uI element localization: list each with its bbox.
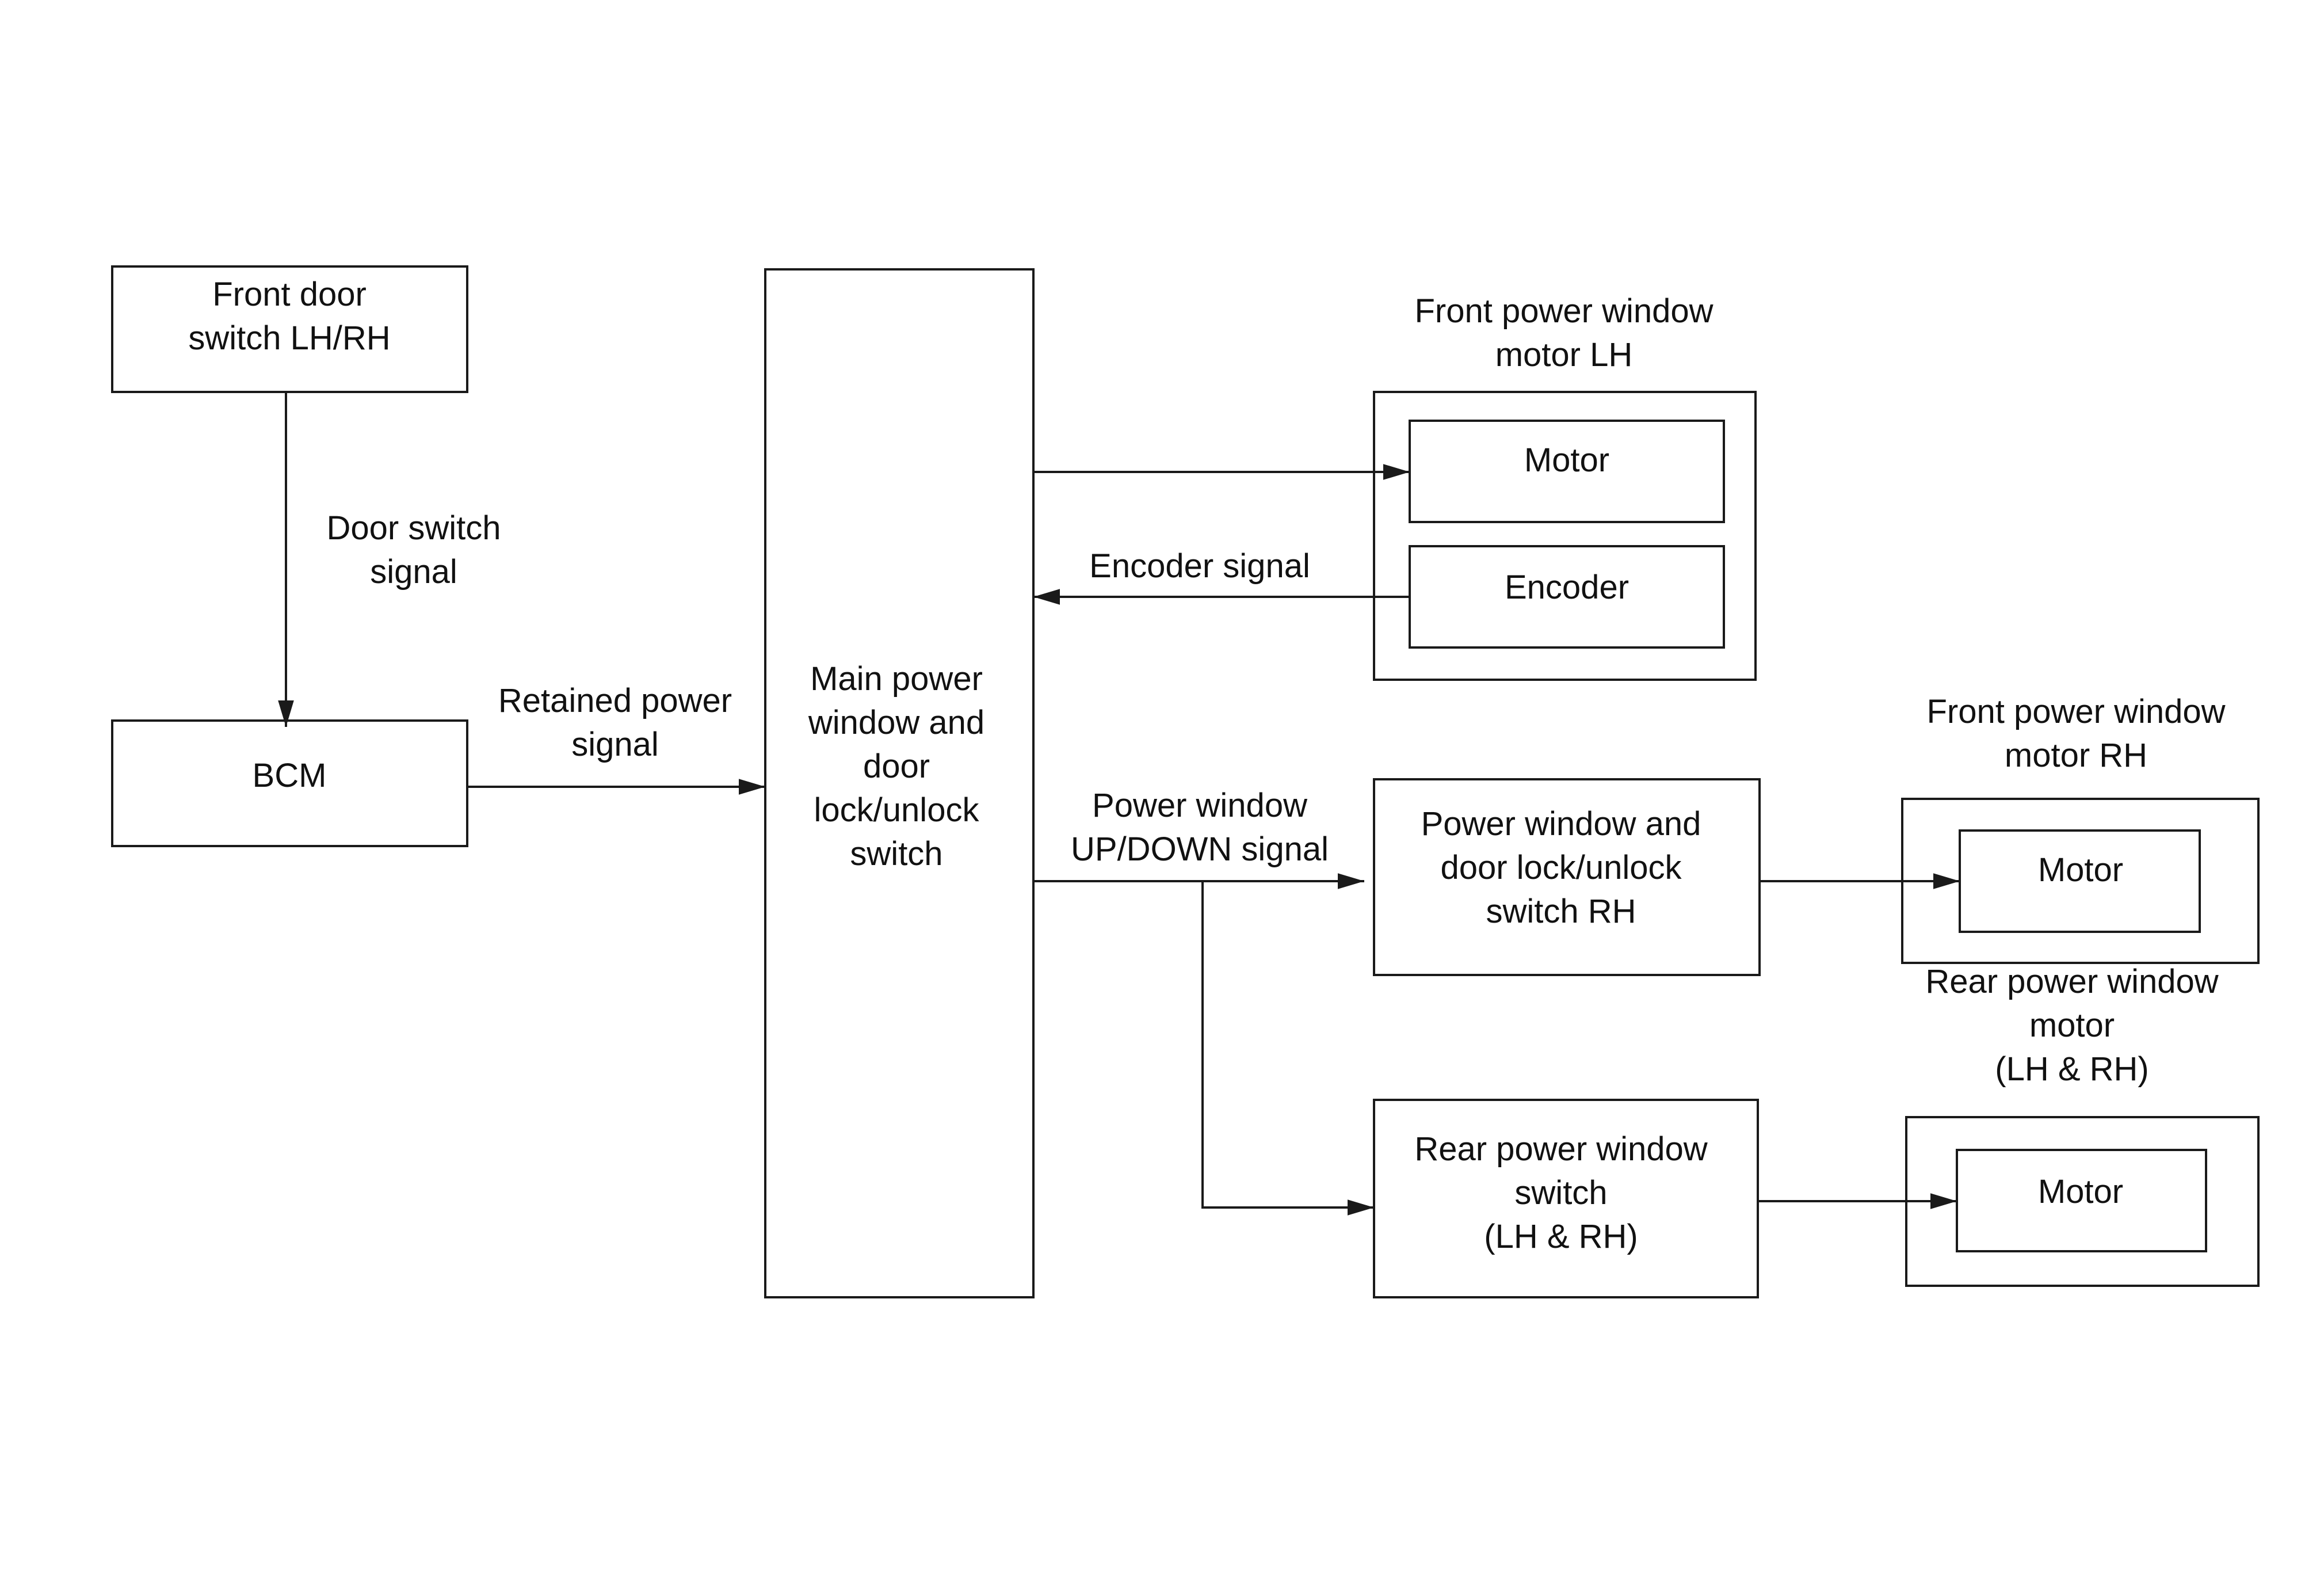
front-motor-lh-node: Front power window motor LH Motor Encoder [1373, 292, 1757, 681]
motor-lh-box [1409, 420, 1725, 523]
retained-power-signal-label-line: Retained power [498, 682, 732, 719]
front-door-switch-node: Front door switch LH/RH [111, 265, 468, 393]
retained-power-signal-connection: Retained power signal [467, 682, 765, 795]
rear-switch-label-line: (LH & RH) [1484, 1218, 1638, 1255]
encoder-lh-box [1409, 545, 1725, 649]
motor-rear-label-line: Motor [2038, 1173, 2123, 1210]
main-switch-node: Main power window and door lock/unlock switc… [764, 268, 1035, 1298]
rear-switch-label: Rear power window switch (LH & RH) [1414, 1130, 1708, 1255]
motor-rear-label: Motor [2038, 1173, 2123, 1210]
up-down-signal-label-line: Power window [1092, 787, 1308, 824]
motor-rh-label-line: Motor [2038, 851, 2123, 889]
motor-rear-box [1956, 1149, 2207, 1252]
bcm-box [111, 719, 468, 847]
front-motor-lh-title-line: motor LH [1495, 336, 1633, 374]
motor-lh-label: Motor [1524, 441, 1609, 479]
front-motor-rh-title: Front power window motor RH [1927, 693, 2226, 774]
switch-rh-label: Power window and door lock/unlock switch R… [1421, 805, 1701, 930]
door-switch-signal-label-line: signal [370, 553, 457, 591]
up-down-signal-label-line: UP/DOWN signal [1071, 831, 1329, 868]
encoder-signal-label: Encoder signal [1089, 547, 1310, 585]
rear-switch-label-line: switch [1514, 1174, 1607, 1212]
switch-rh-node: Power window and door lock/unlock switch R… [1373, 778, 1761, 976]
door-switch-signal-label-line: Door switch [327, 509, 501, 547]
retained-power-signal-label-line: signal [571, 726, 659, 763]
rear-motor-title: Rear power window motor (LH & RH) [1925, 963, 2219, 1088]
encoder-signal-connection: Encoder signal [1033, 547, 1410, 605]
switch-rh-label-line: Power window and [1421, 805, 1701, 843]
door-switch-signal-connection: Door switch signal [278, 392, 501, 727]
door-switch-signal-label: Door switch signal [327, 509, 501, 591]
main-switch-label-line: Main power [810, 660, 983, 698]
motor-lh-label-line: Motor [1524, 441, 1609, 479]
rear-motor-title-line: Rear power window [1925, 963, 2219, 1000]
front-motor-rh-title-line: Front power window [1927, 693, 2226, 730]
front-motor-rh-title-line: motor RH [2005, 737, 2147, 774]
switch-rh-label-line: door lock/unlock [1440, 849, 1682, 886]
rear-switch-label-line: Rear power window [1414, 1130, 1708, 1168]
main-switch-label-line: switch [850, 835, 942, 873]
encoder-lh-label-line: Encoder [1505, 569, 1629, 606]
rear-motor-title-line: (LH & RH) [1995, 1050, 2149, 1088]
rear-motor-title-line: motor [2029, 1007, 2115, 1044]
front-motor-lh-title-line: Front power window [1415, 292, 1714, 330]
rear-switch-node: Rear power window switch (LH & RH) [1373, 1099, 1759, 1298]
front-door-switch-label-line: Front door [212, 276, 367, 313]
retained-power-signal-label: Retained power signal [498, 682, 732, 763]
bcm-node: BCM [111, 719, 468, 847]
encoder-lh-label: Encoder [1505, 569, 1629, 606]
switch-rh-box [1373, 778, 1761, 976]
motor-rh-label: Motor [2038, 851, 2123, 889]
rear-motor-node: Rear power window motor (LH & RH) Motor [1905, 963, 2260, 1287]
main-switch-label-line: window and [808, 704, 984, 741]
main-switch-label: Main power window and door lock/unlock switc… [808, 660, 984, 873]
front-motor-rh-node: Front power window motor RH Motor [1901, 693, 2260, 964]
front-door-switch-label: Front door switch LH/RH [188, 276, 390, 357]
front-door-switch-label-line: switch LH/RH [188, 319, 390, 357]
switch-rh-label-line: switch RH [1486, 893, 1636, 930]
encoder-signal-label-line: Encoder signal [1089, 547, 1310, 585]
bcm-label: BCM [253, 757, 327, 794]
main-switch-label-line: lock/unlock [814, 791, 980, 829]
bcm-label-line: BCM [253, 757, 327, 794]
main-switch-box [764, 268, 1035, 1298]
front-motor-lh-title: Front power window motor LH [1415, 292, 1714, 374]
up-down-signal-arrow-rear [1201, 881, 1374, 1216]
main-switch-label-line: door [863, 748, 930, 785]
motor-rh-box [1959, 829, 2201, 933]
front-door-switch-box [111, 265, 468, 393]
rear-switch-box [1373, 1099, 1759, 1298]
